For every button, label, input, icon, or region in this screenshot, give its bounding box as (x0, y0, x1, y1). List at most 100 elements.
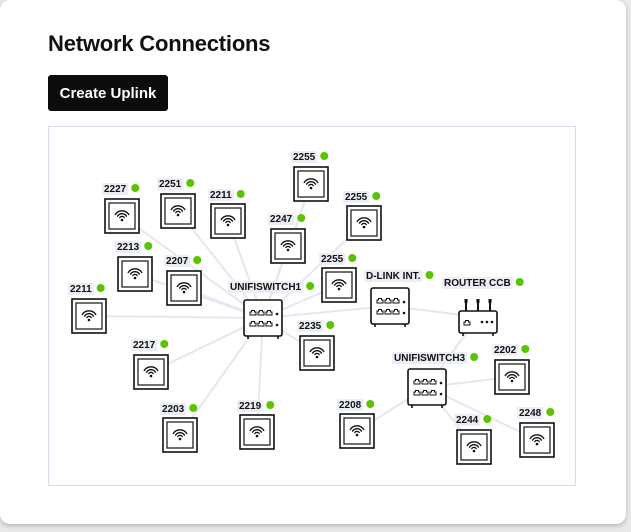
status-online-dot (320, 152, 329, 160)
status-online-dot (521, 345, 530, 353)
node-ap-2208[interactable]: 2208 (337, 399, 375, 449)
node-label-background (337, 399, 364, 411)
node-label: 2255 (345, 192, 368, 203)
create-uplink-button[interactable]: Create Uplink (48, 75, 168, 111)
node-label-background (517, 407, 544, 419)
node-label-background (160, 403, 187, 415)
node-label-background (164, 255, 191, 267)
node-label: 2255 (293, 152, 316, 163)
wifi-icon (456, 429, 492, 465)
node-label-background (131, 339, 158, 351)
network-graph[interactable]: 2255 2227 2251 2211 2255 2247 2213 2207 2255 2211… (48, 126, 576, 486)
node-label: UNIFISWITCH1 (230, 282, 302, 293)
node-label-background (291, 151, 318, 163)
node-ap-2255-a[interactable]: 2255 (291, 151, 329, 202)
wifi-icon (166, 270, 202, 306)
status-online-dot (425, 271, 434, 279)
node-ap-2203[interactable]: 2203 (160, 403, 198, 453)
wifi-icon (133, 354, 169, 390)
node-label-background (157, 178, 184, 190)
node-label: 2248 (519, 408, 542, 419)
node-label-background (115, 241, 142, 253)
node-label: 2247 (270, 214, 293, 225)
node-label-background (297, 320, 324, 332)
node-label-background (364, 270, 423, 282)
node-label-background (102, 183, 129, 195)
node-ap-2244[interactable]: 2244 (454, 414, 492, 465)
node-label: 2217 (133, 340, 156, 351)
wifi-icon (494, 359, 530, 395)
node-label: 2251 (159, 179, 182, 190)
node-label: 2202 (494, 345, 517, 356)
node-label-background (208, 189, 234, 201)
status-online-dot (96, 284, 105, 292)
router-icon (458, 299, 498, 336)
node-label-background (68, 283, 94, 295)
status-online-dot (131, 184, 140, 192)
status-online-dot (266, 401, 275, 409)
node-rt-ccb[interactable]: ROUTER CCB (442, 277, 524, 336)
node-label: 2211 (70, 284, 92, 295)
node-sw-dlink[interactable]: D-LINK INT. (364, 270, 434, 327)
node-ap-2202[interactable]: 2202 (492, 344, 530, 395)
node-label-background (268, 213, 295, 225)
node-label: 2208 (339, 400, 362, 411)
node-ap-2227[interactable]: 2227 (102, 183, 140, 234)
wifi-icon (270, 228, 306, 264)
node-label-background (454, 414, 481, 426)
node-ap-2255-c[interactable]: 2255 (319, 253, 357, 303)
wifi-icon (339, 413, 375, 449)
node-ap-2235[interactable]: 2235 (297, 320, 335, 371)
wifi-icon (519, 422, 555, 458)
status-online-dot (297, 214, 306, 222)
node-label-background (392, 352, 468, 364)
network-graph-canvas[interactable]: 2255 2227 2251 2211 2255 2247 2213 2207 2255 2211… (49, 127, 575, 485)
switch-icon (243, 299, 283, 339)
status-online-dot (189, 404, 198, 412)
node-label: D-LINK INT. (366, 271, 421, 282)
node-ap-2247[interactable]: 2247 (268, 213, 306, 264)
status-online-dot (160, 340, 169, 348)
status-online-dot (326, 321, 335, 329)
page-title: Network Connections (48, 31, 271, 56)
node-sw-unifi3[interactable]: UNIFISWITCH3 (392, 352, 479, 408)
node-ap-2255-b[interactable]: 2255 (343, 191, 382, 241)
node-label-background (319, 253, 346, 265)
switch-icon (407, 368, 447, 408)
node-ap-2217[interactable]: 2217 (131, 339, 169, 390)
node-label: 2211 (210, 190, 232, 201)
node-label: 2213 (117, 242, 140, 253)
wifi-icon (160, 193, 196, 229)
wifi-icon (299, 335, 335, 371)
status-online-dot (546, 408, 555, 416)
wifi-icon (293, 166, 329, 202)
node-label: ROUTER CCB (444, 278, 511, 289)
node-ap-2207[interactable]: 2207 (164, 255, 202, 306)
node-ap-2211-b[interactable]: 2211 (68, 283, 107, 334)
node-ap-2251[interactable]: 2251 (157, 178, 196, 229)
node-sw-unifi1[interactable]: UNIFISWITCH1 (228, 281, 315, 339)
node-label: 2227 (104, 184, 127, 195)
connection-line (256, 317, 264, 433)
node-ap-2213[interactable]: 2213 (115, 241, 153, 292)
connection-line (88, 315, 264, 319)
wifi-icon (321, 267, 357, 303)
node-label: 2255 (321, 254, 344, 265)
wifi-icon (104, 198, 140, 234)
node-ap-2219[interactable]: 2219 (237, 400, 275, 450)
connection-line (121, 215, 264, 319)
node-label: 2219 (239, 401, 262, 412)
node-label: 2203 (162, 404, 185, 415)
status-online-dot (348, 254, 357, 262)
node-ap-2248[interactable]: 2248 (517, 407, 555, 458)
wifi-icon (346, 205, 382, 241)
node-label-background (442, 277, 513, 289)
status-online-dot (366, 400, 375, 408)
node-ap-2211-a[interactable]: 2211 (208, 189, 246, 239)
status-online-dot (483, 415, 492, 423)
wifi-icon (117, 256, 153, 292)
status-online-dot (515, 278, 524, 286)
status-online-dot (193, 256, 202, 264)
status-online-dot (470, 353, 479, 361)
